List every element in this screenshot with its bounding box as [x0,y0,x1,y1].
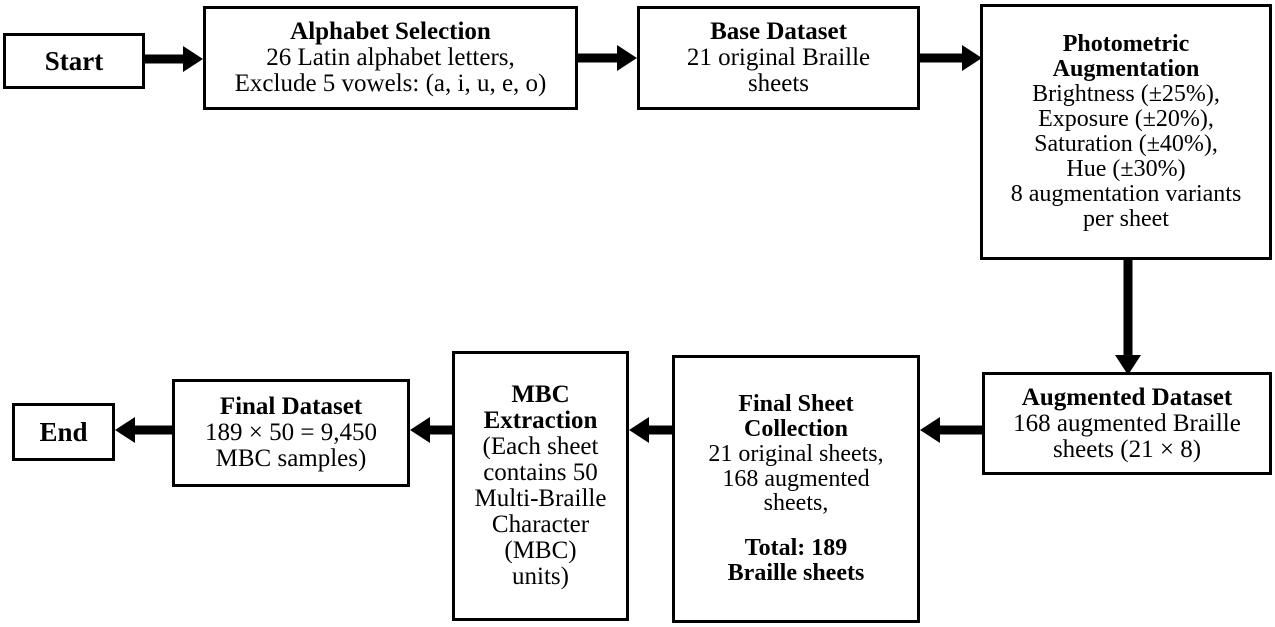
edge-alphabet-to-base [578,45,637,71]
node-final-dataset[interactable]: Final Dataset 189 × 50 = 9,450 MBC sampl… [172,379,410,487]
node-base-dataset-line1: 21 original Braille [686,44,871,71]
node-photometric-line5: 8 augmentation variants [1010,180,1242,207]
node-start-label: Start [44,45,104,76]
edge-arrowhead [410,417,430,443]
node-final-dataset-line2: MBC samples) [215,445,367,472]
edge-shaft [647,425,672,435]
edge-shaft [938,425,982,435]
node-mbc-line1: (Each sheet [482,433,599,460]
edge-final-sheet-to-mbc [629,417,672,443]
node-mbc-title-line1: MBC [511,381,570,408]
node-mbc-extraction[interactable]: MBC Extraction (Each sheet contains 50 M… [452,351,629,621]
edge-shaft [578,53,619,63]
node-base-dataset-title: Base Dataset [710,18,847,45]
edge-final-dataset-to-end [115,417,172,443]
edge-arrowhead [115,417,135,443]
node-mbc-line5: (MBC) [504,537,577,564]
edge-arrowhead [962,45,982,71]
node-mbc-line3: Multi-Braille [474,485,607,512]
node-augmented-dataset-title: Augmented Dataset [1021,383,1233,411]
node-photometric-line4: Hue (±30%) [1066,155,1186,182]
node-final-sheet-collection[interactable]: Final Sheet Collection 21 original sheet… [672,355,920,623]
node-final-sheet-line3: sheets, [763,490,829,517]
node-final-sheet-title-line1: Final Sheet [738,390,854,417]
edge-arrowhead [629,417,649,443]
node-alphabet-selection[interactable]: Alphabet Selection 26 Latin alphabet let… [203,6,578,110]
node-photometric-line1: Brightness (±25%), [1032,81,1220,108]
node-final-dataset-line1: 189 × 50 = 9,450 [205,419,377,446]
edge-shaft [920,53,964,63]
edge-augmented-to-final-sheet [920,417,982,443]
node-augmented-dataset[interactable]: Augmented Dataset 168 augmented Braille … [982,372,1272,475]
edge-arrowhead [920,417,940,443]
edge-arrowhead [617,45,637,71]
node-alphabet-selection-title: Alphabet Selection [290,18,491,45]
node-final-sheet-line5: Braille sheets [727,560,865,587]
node-start[interactable]: Start [3,33,145,89]
node-photometric-line6: per sheet [1083,205,1169,232]
node-mbc-line4: Character [491,511,590,538]
node-final-sheet-line4: Total: 189 [744,535,848,562]
node-photometric-title-line2: Augmentation [1052,56,1200,83]
node-end[interactable]: End [12,403,115,461]
edge-arrowhead [1115,355,1141,375]
node-end-label: End [39,416,88,447]
node-base-dataset-line2: sheets [747,70,810,97]
node-augmented-dataset-line1: 168 augmented Braille [1013,409,1241,437]
edge-shaft [133,425,172,435]
node-photometric-line2: Exposure (±20%), [1038,106,1214,133]
edge-arrowhead [183,46,203,72]
node-base-dataset[interactable]: Base Dataset 21 original Braille sheets [637,6,920,110]
node-final-sheet-title-line2: Collection [744,415,848,442]
node-final-sheet-line2: 168 augmented [722,465,870,492]
node-final-dataset-title: Final Dataset [219,393,363,420]
edge-shaft [145,54,185,64]
node-mbc-line6: units) [512,563,569,590]
edge-start-to-alphabet [145,46,203,72]
edge-shaft [1123,260,1133,356]
edge-mbc-to-final-dataset [410,417,452,443]
node-photometric-title-line1: Photometric [1062,31,1190,58]
edge-shaft [428,425,452,435]
edge-photometric-to-augmented [1115,260,1141,375]
node-photometric-augmentation[interactable]: Photometric Augmentation Brightness (±25… [980,4,1272,260]
edge-base-to-photometric [920,45,982,71]
node-final-sheet-line1: 21 original sheets, [708,440,884,467]
node-alphabet-selection-line2: Exclude 5 vowels: (a, i, u, e, o) [234,70,547,97]
node-photometric-line3: Saturation (±40%), [1034,131,1218,157]
node-mbc-line2: contains 50 [483,459,598,486]
node-mbc-title-line2: Extraction [483,407,598,434]
node-augmented-dataset-line2: sheets (21 × 8) [1052,435,1202,463]
node-alphabet-selection-line1: 26 Latin alphabet letters, [266,44,515,71]
